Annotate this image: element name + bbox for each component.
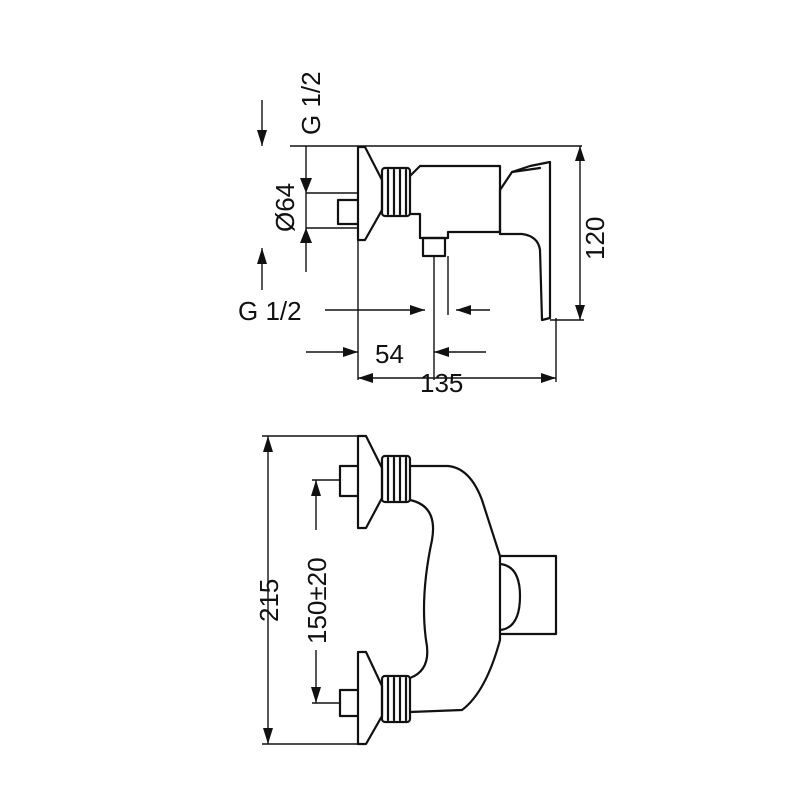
side-spout bbox=[421, 236, 447, 258]
front-flange-top bbox=[356, 434, 384, 530]
front-flange-bottom bbox=[356, 650, 384, 746]
front-lever bbox=[498, 554, 558, 636]
front-view bbox=[338, 434, 558, 746]
side-view bbox=[336, 145, 552, 322]
side-flange bbox=[356, 145, 384, 242]
side-lever bbox=[498, 160, 552, 322]
side-body bbox=[408, 164, 502, 240]
side-dimensions bbox=[257, 100, 585, 383]
label-diameter: Ø64 bbox=[270, 183, 300, 232]
label-54: 54 bbox=[375, 339, 404, 369]
side-union-nut bbox=[380, 166, 412, 218]
front-dimensions bbox=[262, 435, 366, 745]
front-union-nut-bottom bbox=[380, 674, 412, 724]
label-215: 215 bbox=[254, 579, 284, 622]
side-nipple bbox=[336, 198, 360, 226]
front-body bbox=[408, 464, 502, 714]
label-135: 135 bbox=[420, 368, 463, 398]
label-g-top: G 1/2 bbox=[296, 71, 326, 135]
front-union-nut-top bbox=[380, 454, 412, 504]
label-g-bottom: G 1/2 bbox=[238, 296, 302, 326]
label-150: 150±20 bbox=[302, 557, 332, 644]
label-120: 120 bbox=[580, 217, 610, 260]
